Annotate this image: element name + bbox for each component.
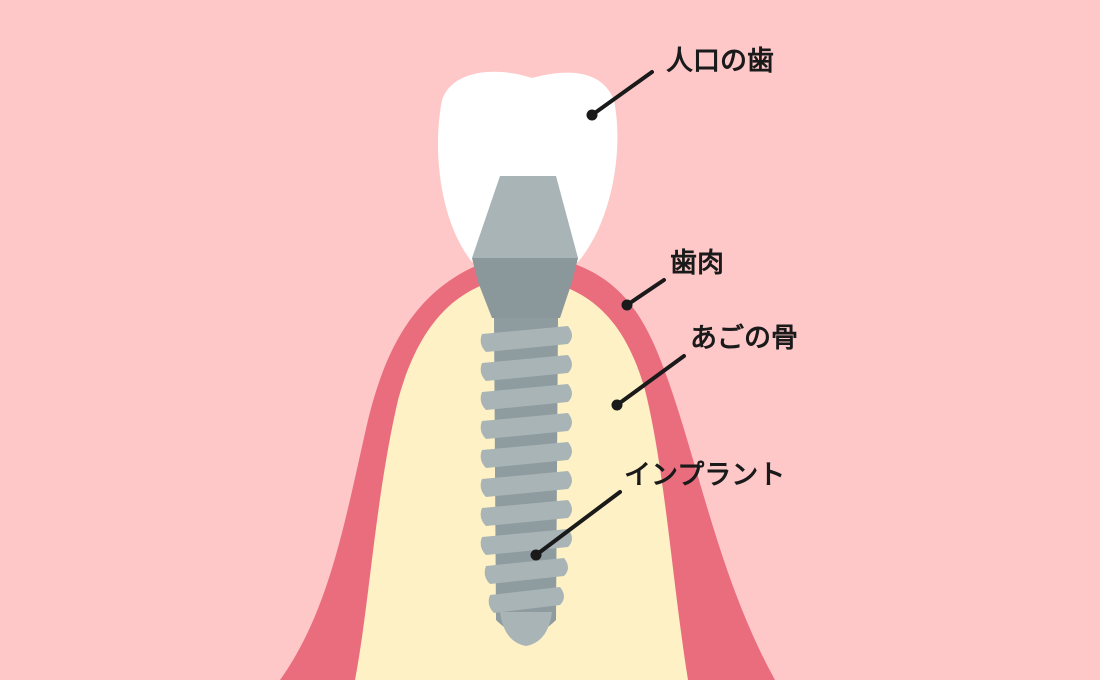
label-gum: 歯肉 [670, 248, 724, 279]
screw-thread [480, 384, 572, 410]
implant-collar [472, 258, 578, 318]
abutment [472, 176, 578, 258]
screw-thread [480, 471, 572, 497]
screw-thread [480, 500, 572, 526]
screw-thread [480, 413, 572, 439]
label-artificial-tooth: 人口の歯 [666, 46, 774, 77]
screw-tip [500, 612, 552, 646]
leader-implant [530, 490, 622, 561]
screw-thread [488, 587, 564, 613]
screw-thread [484, 558, 568, 584]
leader-crown [586, 70, 654, 121]
label-implant: インプラント [624, 460, 786, 491]
leader-gum [621, 278, 666, 311]
screw-thread [480, 442, 572, 468]
screw-thread [480, 355, 572, 381]
screw-thread [480, 529, 572, 555]
leader-bone [611, 354, 686, 411]
implant-screw [480, 318, 572, 646]
crown [437, 71, 618, 263]
label-jaw-bone: あごの骨 [690, 323, 798, 354]
screw-thread [480, 326, 572, 352]
